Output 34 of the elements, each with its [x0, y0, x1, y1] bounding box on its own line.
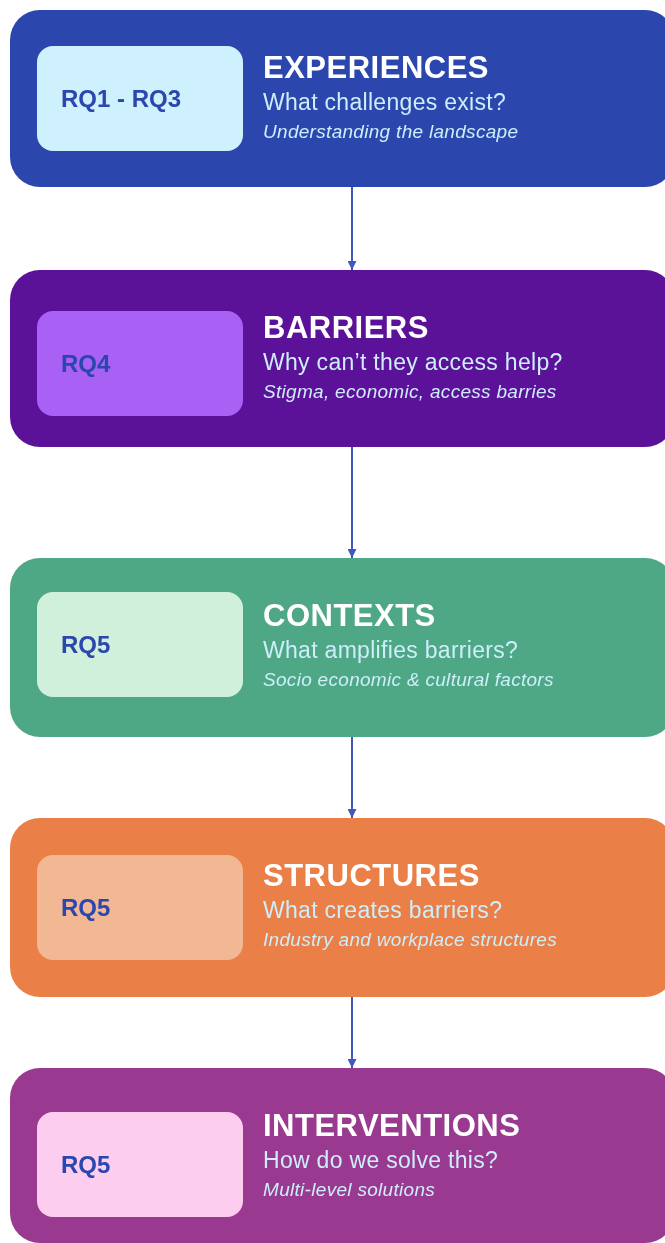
arrow	[347, 996, 357, 1069]
research-question-box	[37, 46, 243, 151]
stage-question: What amplifies barriers?	[263, 636, 520, 665]
stage-band	[10, 270, 665, 447]
research-question-box	[37, 311, 243, 416]
stage-question: How do we solve this?	[263, 1146, 500, 1175]
stage-heading: BARRIERS	[263, 310, 430, 346]
stage-heading: INTERVENTIONS	[263, 1108, 521, 1144]
research-question-box	[37, 855, 243, 960]
arrow	[347, 736, 357, 819]
research-question-label: RQ1 - RQ3	[61, 84, 182, 113]
stage-heading: STRUCTURES	[263, 858, 481, 894]
stage-question: Why can’t they access help?	[263, 348, 563, 377]
stage-question: What creates barriers?	[263, 896, 504, 925]
stage-band	[10, 10, 665, 187]
stage-band	[10, 1068, 665, 1243]
research-question-label: RQ4	[61, 349, 111, 378]
stage-heading: CONTEXTS	[263, 598, 437, 634]
research-question-label: RQ5	[61, 630, 111, 659]
stage-band	[10, 558, 665, 737]
stage-question: What challenges exist?	[263, 88, 508, 117]
stage-heading: EXPERIENCES	[263, 50, 490, 86]
stage-subtitle: Stigma, economic, access barries	[263, 380, 558, 404]
stage-band	[10, 818, 665, 997]
research-question-label: RQ5	[61, 1150, 111, 1179]
arrow	[347, 446, 357, 559]
stage-subtitle: Understanding the landscape	[263, 120, 519, 144]
stage-subtitle: Multi-level solutions	[263, 1178, 437, 1202]
arrow	[347, 186, 357, 271]
research-question-box	[37, 592, 243, 697]
research-question-box	[37, 1112, 243, 1217]
stage-subtitle: Socio economic & cultural factors	[263, 668, 554, 692]
stage-subtitle: Industry and workplace structures	[263, 928, 557, 952]
research-question-label: RQ5	[61, 893, 111, 922]
